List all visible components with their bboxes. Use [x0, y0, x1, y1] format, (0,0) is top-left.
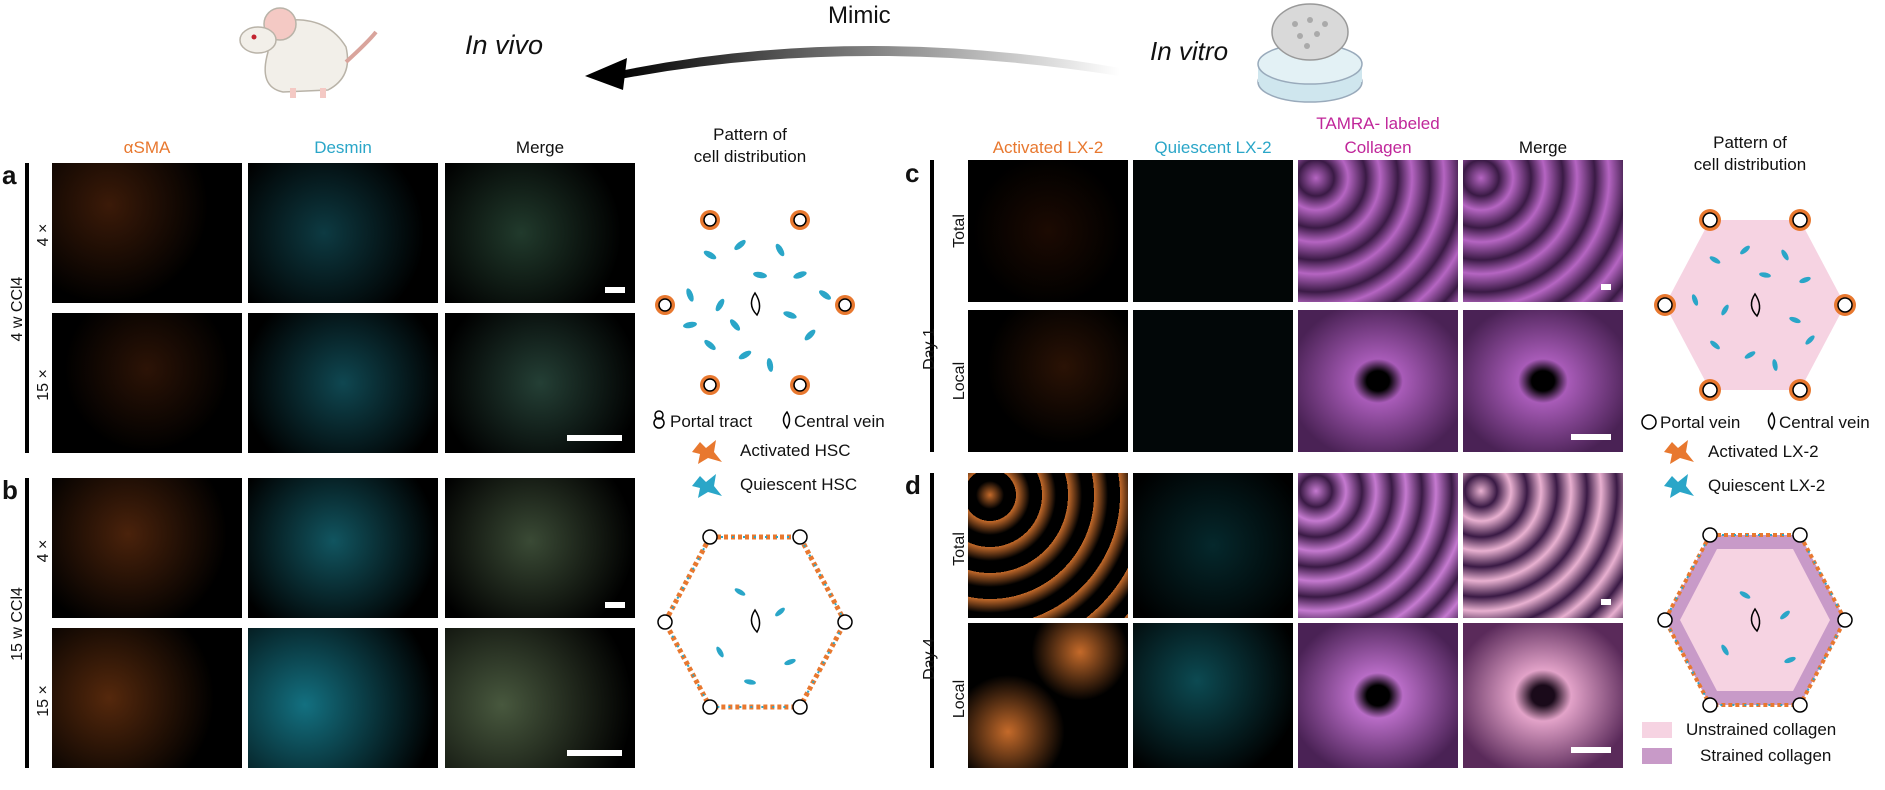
- scale-bar: [1571, 434, 1611, 440]
- panel-b-row-4x: 4 ×: [35, 539, 52, 563]
- scale-bar: [1571, 747, 1611, 753]
- col-header-desmin: Desmin: [314, 138, 372, 157]
- panel-d-bracket: [930, 473, 934, 768]
- image-d-quiescent-local: [1133, 623, 1293, 768]
- activated-hsc-icon: [692, 440, 722, 464]
- panel-a-row-4x: 4 ×: [35, 223, 52, 247]
- pattern-title-right-2: cell distribution: [1693, 155, 1807, 174]
- col-header-merge-right: Merge: [1518, 138, 1568, 157]
- panel-c-row-local: Local: [951, 361, 968, 401]
- panel-d-condition: Day 4: [921, 638, 938, 680]
- legend-quiescent-lx2: Quiescent LX-2: [1708, 476, 1826, 495]
- mimic-label: Mimic: [828, 2, 891, 29]
- image-b-desmin-4x: [248, 478, 438, 618]
- panel-c-condition: Day 1: [921, 328, 938, 370]
- pattern-title-left-2: cell distribution: [693, 147, 807, 166]
- scale-bar: [605, 602, 625, 608]
- panel-letter-b: b: [2, 475, 18, 505]
- scale-bar: [1601, 599, 1611, 605]
- image-d-quiescent-total: [1133, 473, 1293, 618]
- image-c-merge-local: [1463, 310, 1623, 452]
- pattern-title-right-1: Pattern of: [1713, 133, 1787, 152]
- legend-quiescent-hsc: Quiescent HSC: [740, 475, 858, 494]
- quiescent-lx2-icon: [1664, 474, 1694, 498]
- legend-strained-collagen: Strained collagen: [1700, 746, 1832, 765]
- scale-bar: [567, 435, 622, 441]
- portal-tract-icon: [653, 410, 665, 429]
- pattern-diagram-day1: [1654, 209, 1856, 401]
- panel-b-row-15x: 15 ×: [35, 685, 52, 717]
- image-d-collagen-local: [1298, 623, 1458, 768]
- quiescent-hsc-icon: [692, 474, 722, 498]
- image-b-merge-4x: [445, 478, 635, 618]
- mimic-arrow: [585, 45, 1120, 90]
- portal-vein-icon: [1641, 414, 1657, 430]
- image-d-collagen-total: [1298, 473, 1458, 618]
- image-c-merge-total: [1463, 160, 1623, 302]
- panel-letter-c: c: [905, 158, 920, 188]
- image-d-merge-local: [1463, 623, 1623, 768]
- activated-lx2-icon: [1664, 440, 1694, 464]
- unstrained-collagen-swatch: [1642, 722, 1672, 738]
- scale-bar: [567, 750, 622, 756]
- panel-letter-d: d: [905, 470, 921, 500]
- image-c-quiescent-total: [1133, 160, 1293, 302]
- col-header-activated-lx2: Activated LX-2: [992, 138, 1104, 157]
- image-d-activated-local: [968, 623, 1128, 768]
- image-a-merge-15x: [445, 313, 635, 453]
- panel-a-row-15x: 15 ×: [35, 369, 52, 401]
- pattern-diagram-day4: [1657, 527, 1853, 713]
- image-c-collagen-total: [1298, 160, 1458, 302]
- image-a-desmin-4x: [248, 163, 438, 303]
- in-vivo-label: In vivo: [465, 30, 544, 60]
- legend-portal-vein: Portal vein: [1660, 413, 1741, 432]
- scale-bar: [1601, 284, 1611, 290]
- central-vein-icon: [782, 410, 791, 430]
- image-c-collagen-local: [1298, 310, 1458, 452]
- legend-unstrained-collagen: Unstrained collagen: [1686, 720, 1837, 739]
- mouse-illustration: [239, 7, 378, 98]
- col-header-merge-left: Merge: [515, 138, 565, 157]
- in-vitro-label: In vitro: [1150, 36, 1229, 66]
- panel-c-bracket: [930, 160, 934, 452]
- image-c-activated-total: [968, 160, 1128, 302]
- image-a-asma-4x: [52, 163, 242, 303]
- image-a-asma-15x: [52, 313, 242, 453]
- panel-d-row-local: Local: [951, 679, 968, 719]
- pattern-diagram-4w: [655, 210, 855, 395]
- legend-activated-hsc: Activated HSC: [740, 441, 851, 460]
- scale-bar: [605, 287, 625, 293]
- legend-central-vein: Central vein: [794, 412, 885, 431]
- legend-portal-tract: Portal tract: [670, 412, 753, 431]
- image-a-merge-4x: [445, 163, 635, 303]
- col-header-asma: αSMA: [123, 138, 171, 157]
- panel-b-bracket: [25, 478, 29, 768]
- pattern-title-left-1: Pattern of: [713, 125, 787, 144]
- image-d-merge-total: [1463, 473, 1623, 618]
- col-header-quiescent-lx2: Quiescent LX-2: [1154, 138, 1272, 157]
- image-b-asma-4x: [52, 478, 242, 618]
- panel-d-row-total: Total: [951, 532, 968, 566]
- image-b-desmin-15x: [248, 628, 438, 768]
- pattern-diagram-15w: [657, 529, 853, 715]
- image-c-quiescent-local: [1133, 310, 1293, 452]
- strained-collagen-swatch: [1642, 748, 1672, 764]
- legend-activated-lx2: Activated LX-2: [1708, 442, 1819, 461]
- culture-dish-illustration: [1257, 3, 1363, 103]
- legend-central-vein-right: Central vein: [1779, 413, 1870, 432]
- panel-c-row-total: Total: [951, 214, 968, 248]
- col-header-tamra: TAMRA- labeled: [1316, 114, 1440, 133]
- image-b-asma-15x: [52, 628, 242, 768]
- image-d-activated-total: [968, 473, 1128, 618]
- panel-a-condition: 4 w CCl4: [9, 276, 26, 342]
- col-header-collagen: Collagen: [1344, 138, 1412, 157]
- image-c-activated-local: [968, 310, 1128, 452]
- image-b-merge-15x: [445, 628, 635, 768]
- central-vein-icon: [1767, 411, 1776, 431]
- panel-b-condition: 15 w CCl4: [9, 587, 26, 661]
- panel-a-bracket: [25, 163, 29, 453]
- panel-letter-a: a: [2, 160, 17, 190]
- image-a-desmin-15x: [248, 313, 438, 453]
